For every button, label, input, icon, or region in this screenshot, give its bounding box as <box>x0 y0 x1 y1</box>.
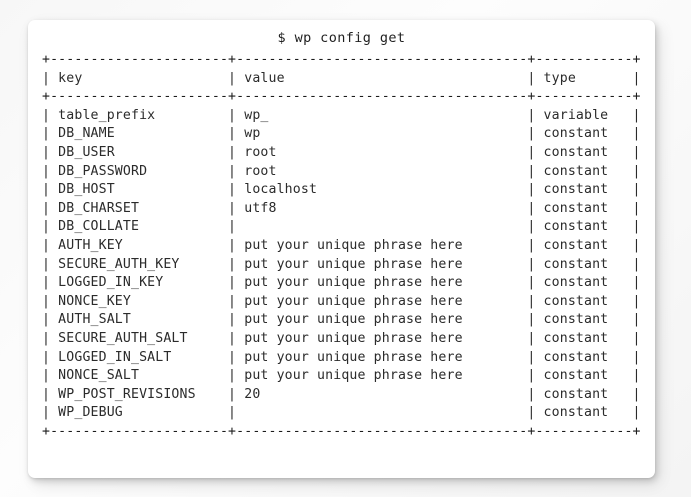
table-row: | DB_USER | root | constant | <box>42 144 641 160</box>
command-title: $ wp config get <box>277 30 406 46</box>
table-bottom-border: +----------------------+----------------… <box>42 423 641 439</box>
table-row: | LOGGED_IN_SALT | put your unique phras… <box>42 349 641 365</box>
table-row: | WP_DEBUG | | constant | <box>42 405 641 421</box>
terminal-output-card: $ wp config get +----------------------+… <box>28 20 655 478</box>
ascii-table: +----------------------+----------------… <box>28 51 655 441</box>
table-row: | table_prefix | wp_ | variable | <box>42 107 641 123</box>
table-row: | DB_NAME | wp | constant | <box>42 126 641 142</box>
table-row: | DB_HOST | localhost | constant | <box>42 182 641 198</box>
table-row: | LOGGED_IN_KEY | put your unique phrase… <box>42 275 641 291</box>
table-row: | NONCE_KEY | put your unique phrase her… <box>42 293 641 309</box>
table-row: | WP_POST_REVISIONS | 20 | constant | <box>42 386 641 402</box>
table-row: | DB_COLLATE | | constant | <box>42 219 641 235</box>
table-header-row: | key | value | type | <box>42 70 641 86</box>
table-row: | AUTH_KEY | put your unique phrase here… <box>42 237 641 253</box>
table-row: | SECURE_AUTH_SALT | put your unique phr… <box>42 330 641 346</box>
table-row: | DB_PASSWORD | root | constant | <box>42 163 641 179</box>
table-top-border: +----------------------+----------------… <box>42 52 641 67</box>
table-header-separator: +----------------------+----------------… <box>42 89 641 105</box>
table-row: | DB_CHARSET | utf8 | constant | <box>42 200 641 216</box>
table-row: | AUTH_SALT | put your unique phrase her… <box>42 312 641 328</box>
table-row: | NONCE_SALT | put your unique phrase he… <box>42 368 641 384</box>
table-row: | SECURE_AUTH_KEY | put your unique phra… <box>42 256 641 272</box>
